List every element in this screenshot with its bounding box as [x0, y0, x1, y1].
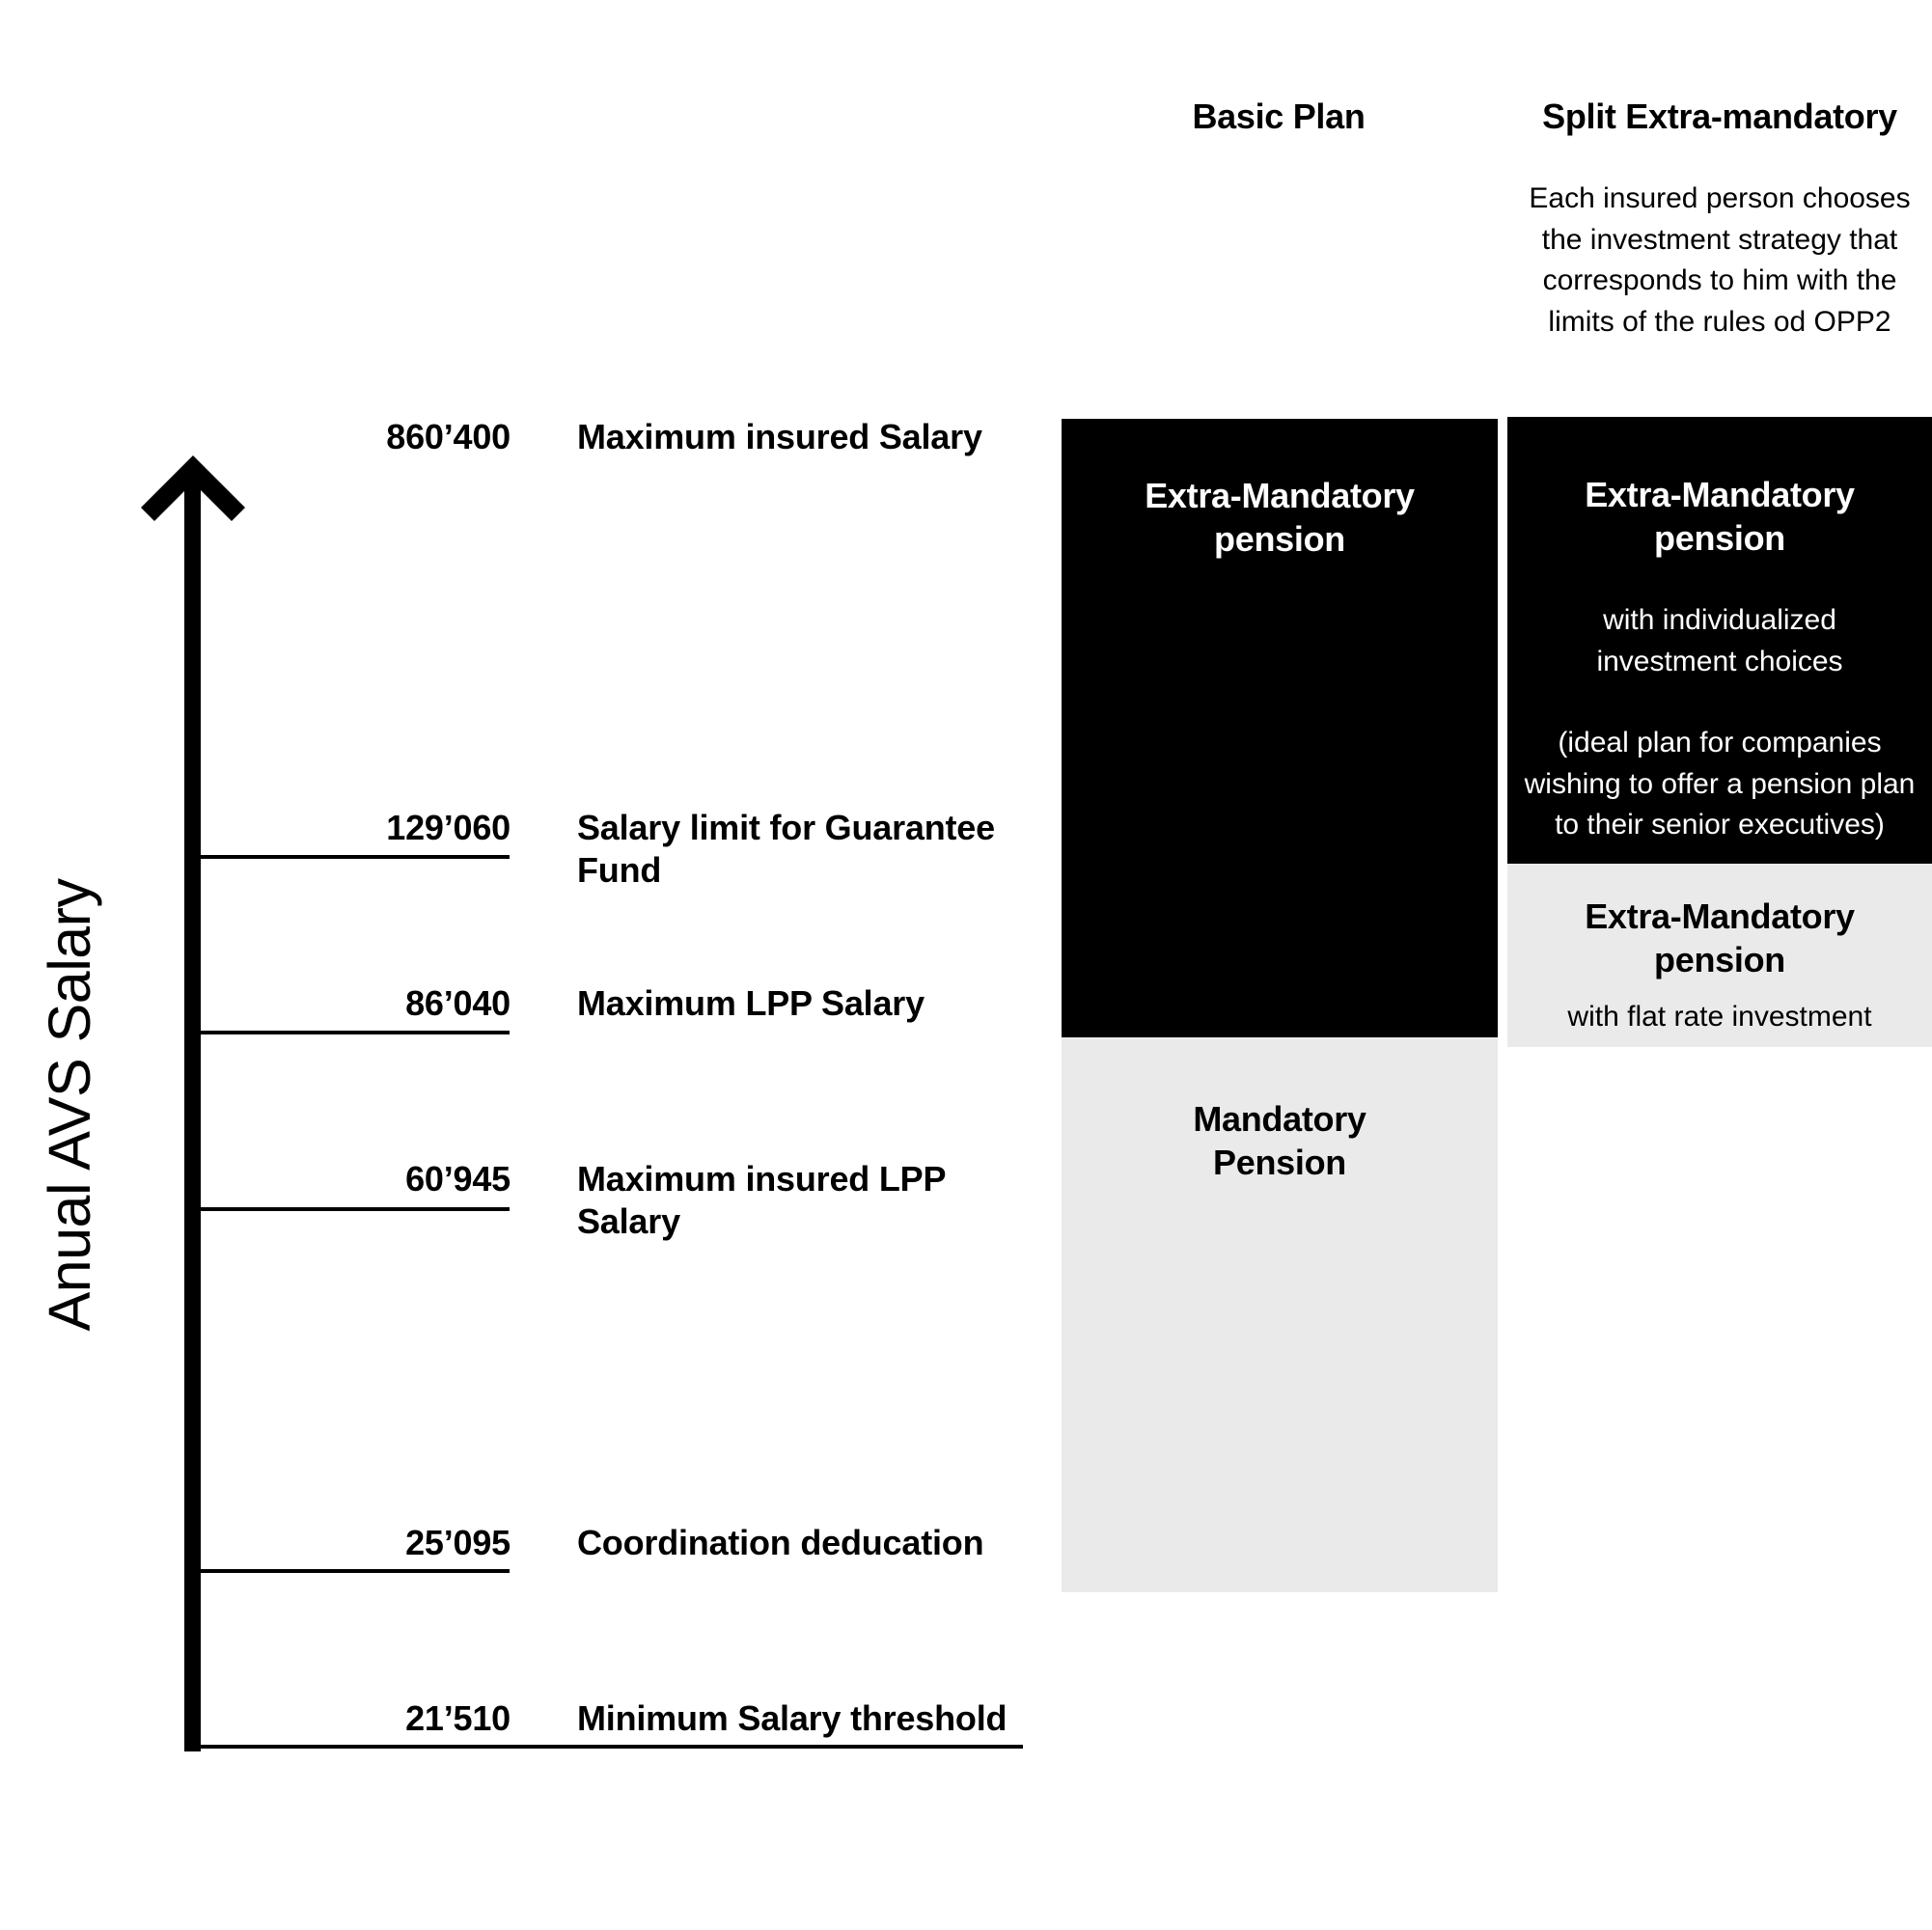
split-extra-mandatory-flatrate-block: Extra-Mandatory pension with flat rate i… [1507, 864, 1932, 1047]
tick-label-86040: Maximum LPP Salary [577, 983, 925, 1023]
column-header-split-extra-mandatory: Split Extra-mandatory [1542, 96, 1897, 136]
tick-label-25095: Coordination deducation [577, 1523, 984, 1562]
tick-line-21510 [193, 1745, 1023, 1749]
tick-label-860400: Maximum insured Salary [577, 417, 982, 456]
split-individualized-note: (ideal plan for companies wishing to off… [1524, 727, 1916, 841]
y-axis-line [184, 482, 201, 1751]
basic-plan-mandatory-title: Mandatory Pension [1193, 1099, 1366, 1182]
tick-line-129060 [193, 855, 510, 859]
tick-line-86040 [193, 1031, 510, 1034]
tick-value-129060: 129’060 [386, 808, 511, 847]
tick-line-60945 [193, 1207, 510, 1211]
basic-plan-extra-mandatory-block: Extra-Mandatory pension [1062, 419, 1498, 1037]
column-header-basic-plan: Basic Plan [1192, 96, 1366, 136]
tick-value-60945: 60’945 [405, 1159, 511, 1199]
basic-plan-mandatory-block: Mandatory Pension [1062, 1037, 1498, 1592]
tick-line-25095 [193, 1569, 510, 1573]
split-extra-mandatory-individualized-block: Extra-Mandatory pension with individuali… [1507, 417, 1932, 864]
split-individualized-sub: with individualized investment choices [1596, 604, 1843, 677]
split-flatrate-sub: with flat rate investment [1567, 1001, 1872, 1033]
up-arrow-icon [137, 454, 249, 540]
tick-label-129060: Salary limit for Guarantee Fund [577, 808, 995, 891]
tick-value-86040: 86’040 [405, 983, 511, 1023]
column-note-split-extra-mandatory: Each insured person chooses the investme… [1529, 182, 1911, 338]
tick-label-60945: Maximum insured LPP Salary [577, 1159, 946, 1242]
tick-value-21510: 21’510 [405, 1698, 511, 1738]
split-individualized-title: Extra-Mandatory pension [1585, 475, 1855, 558]
tick-value-860400: 860’400 [386, 417, 511, 456]
y-axis-title: Anual AVS Salary [37, 878, 102, 1332]
tick-label-21510: Minimum Salary threshold [577, 1698, 1007, 1738]
basic-plan-extra-mandatory-title: Extra-Mandatory pension [1145, 476, 1415, 559]
split-flatrate-title: Extra-Mandatory pension [1585, 896, 1855, 979]
tick-value-25095: 25’095 [405, 1523, 511, 1562]
